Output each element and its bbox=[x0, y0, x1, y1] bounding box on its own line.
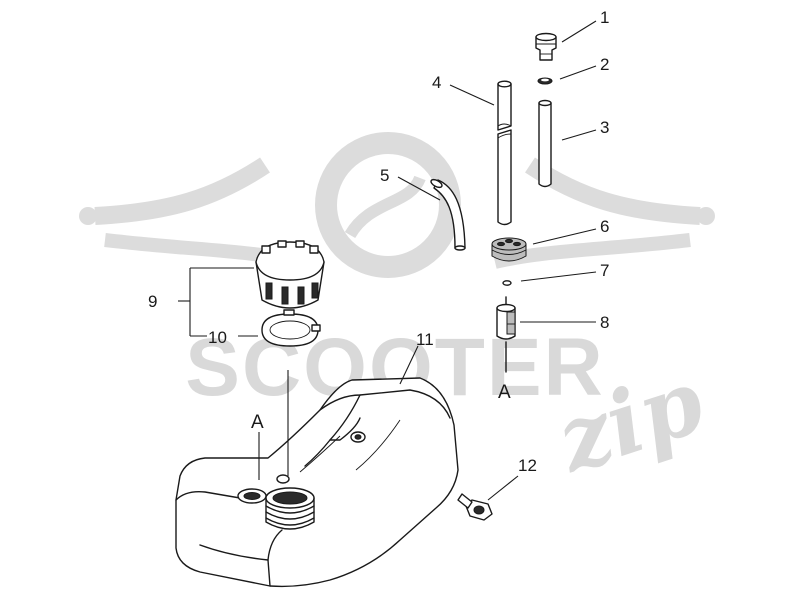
callout-6: 6 bbox=[600, 217, 609, 236]
part-6-grommet bbox=[491, 237, 527, 262]
callout-4: 4 bbox=[432, 73, 441, 92]
callout-10: 10 bbox=[208, 328, 227, 347]
callout-7: 7 bbox=[600, 261, 609, 280]
callout-9: 9 bbox=[148, 292, 157, 311]
part-1-fitting bbox=[535, 32, 557, 61]
callout-2: 2 bbox=[600, 55, 609, 74]
part-3-tube bbox=[538, 99, 552, 188]
part-4-tube bbox=[497, 80, 512, 226]
leader-lines bbox=[178, 20, 597, 501]
letter-markers: A A bbox=[251, 382, 511, 433]
part-9-cap bbox=[255, 240, 325, 309]
callout-11: 11 bbox=[416, 330, 434, 349]
callout-8: 8 bbox=[600, 313, 609, 332]
part-8-filter bbox=[496, 296, 516, 373]
callout-1: 1 bbox=[600, 8, 609, 27]
marker-a-filter: A bbox=[498, 382, 511, 403]
part-10-gasket bbox=[261, 309, 321, 347]
part-7-oring bbox=[502, 280, 512, 286]
part-5-hose bbox=[430, 178, 466, 251]
part-11-tank bbox=[175, 377, 459, 588]
callout-3: 3 bbox=[600, 118, 609, 137]
alignment-lines bbox=[258, 370, 289, 480]
watermark-logo bbox=[79, 132, 715, 278]
callout-5: 5 bbox=[380, 166, 389, 185]
part-12-bolt bbox=[457, 493, 493, 521]
callout-12: 12 bbox=[518, 456, 537, 475]
callouts: 1 2 3 4 5 6 7 8 9 10 11 12 bbox=[148, 8, 609, 475]
part-2-ring bbox=[537, 77, 553, 85]
marker-a-tank: A bbox=[251, 412, 264, 433]
